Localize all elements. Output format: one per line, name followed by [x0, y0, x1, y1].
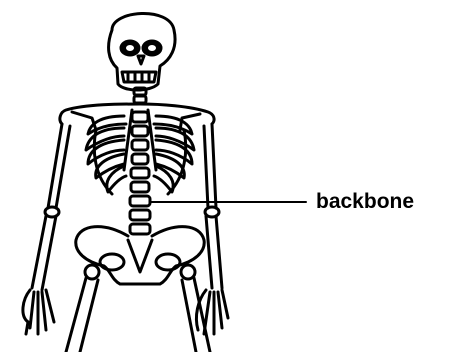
skull [109, 13, 175, 90]
right-arm [196, 124, 228, 334]
legs [66, 265, 210, 352]
backbone [130, 112, 150, 234]
backbone-label: backbone [316, 189, 414, 215]
left-arm [23, 124, 70, 334]
